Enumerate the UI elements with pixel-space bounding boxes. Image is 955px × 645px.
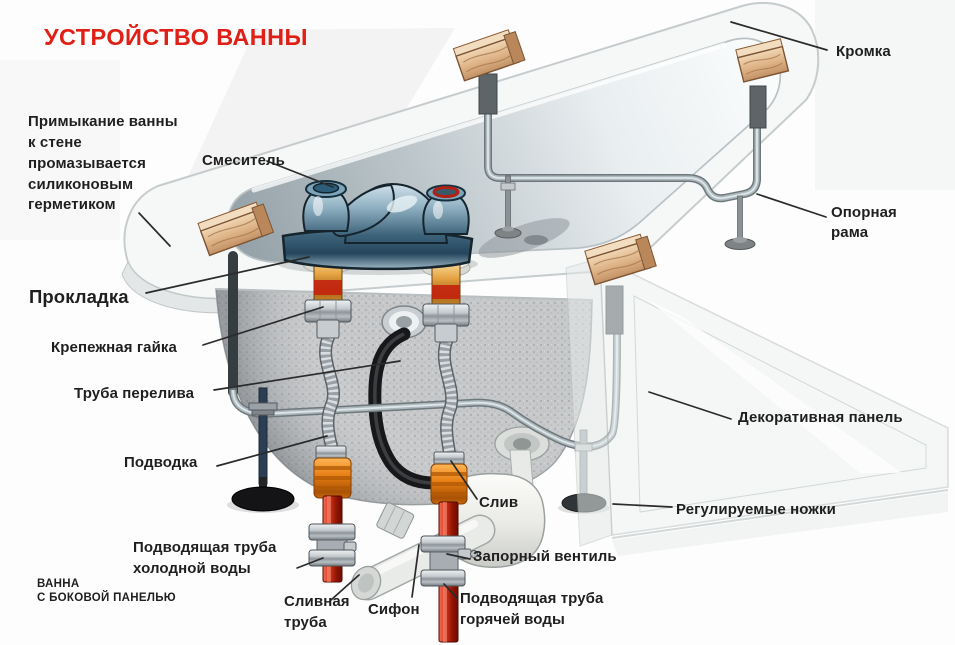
support-frame-far [478, 73, 767, 250]
leader-mounting-nut [202, 306, 324, 346]
wooden-block-near-right [584, 233, 657, 286]
cold-supply-pipe [308, 495, 357, 583]
leader-gasket [145, 256, 310, 294]
wooden-block-top-center [452, 29, 526, 82]
leader-wall-seal [138, 212, 171, 247]
wooden-block-left [197, 201, 275, 257]
label-support-frame: Опорная рама [831, 204, 897, 242]
label-wall-seal: Примыкание ванны к стене промазывается с… [28, 113, 178, 214]
leader-siphon [411, 544, 420, 598]
supply-plumbing [308, 336, 478, 643]
adjustable-foot-far-right [724, 195, 756, 250]
adjustable-foot-left [227, 387, 299, 513]
leader-shutoff-valve [446, 553, 471, 560]
label-gasket: Прокладка [29, 286, 129, 307]
label-cold-supply: Подводящая труба холодной воды [133, 539, 277, 578]
label-mixer: Смеситель [202, 152, 285, 169]
frame-post [749, 85, 767, 129]
label-shutoff-valve: Запорный вентиль [473, 548, 617, 565]
decorative-panel [565, 256, 949, 556]
leader-supply-hose [216, 435, 328, 467]
label-edge: Кромка [836, 43, 891, 60]
leader-drain-pipe [330, 574, 360, 601]
overflow-fitting [381, 305, 427, 339]
faucet-mixer [278, 180, 478, 343]
leader-support-frame [756, 193, 827, 218]
label-decorative-panel: Декоративная панель [738, 409, 903, 426]
siphon-nut [376, 502, 415, 539]
frame-post [478, 73, 498, 115]
label-overflow-pipe: Труба перелива [74, 385, 195, 402]
wooden-block-top-right [735, 38, 790, 83]
shutoff-valve-chrome [420, 535, 478, 587]
label-mounting-nut: Крепежная гайка [51, 339, 177, 356]
leader-cold-supply [296, 557, 324, 569]
faucet-handle-cold [302, 180, 350, 232]
leader-decor-panel [648, 391, 732, 420]
valve-orange-left [313, 457, 352, 499]
leader-lines [138, 21, 828, 601]
leader-hot-supply [443, 583, 458, 599]
adjustable-foot-far-left [494, 175, 522, 239]
label-bath-caption: ВАННА С БОКОВОЙ ПАНЕЛЬЮ [37, 578, 176, 605]
valve-orange-right [430, 463, 468, 505]
leader-drain [450, 460, 478, 500]
label-hot-supply: Подводящая труба горячей воды [460, 590, 604, 629]
label-drain: Слив [479, 494, 519, 511]
page-title: УСТРОЙСТВО ВАННЫ [44, 24, 308, 50]
leader-edge [730, 21, 828, 51]
basin-drain-area [478, 218, 570, 258]
mounting-nut [422, 303, 470, 327]
leader-overflow-pipe [213, 360, 401, 391]
leader-mixer [266, 160, 334, 188]
leader-adjustable-feet [612, 503, 673, 508]
label-supply-hose: Подводка [124, 454, 198, 471]
panel-highlight [648, 300, 902, 473]
label-siphon: Сифон [368, 601, 420, 618]
label-drain-pipe: Сливная труба [284, 593, 350, 632]
faucet-handle-hot [422, 184, 470, 235]
label-adjustable-feet: Регулируемые ножки [676, 501, 836, 518]
overflow-pipe-black [368, 327, 441, 490]
hot-supply-pipe [420, 501, 478, 643]
